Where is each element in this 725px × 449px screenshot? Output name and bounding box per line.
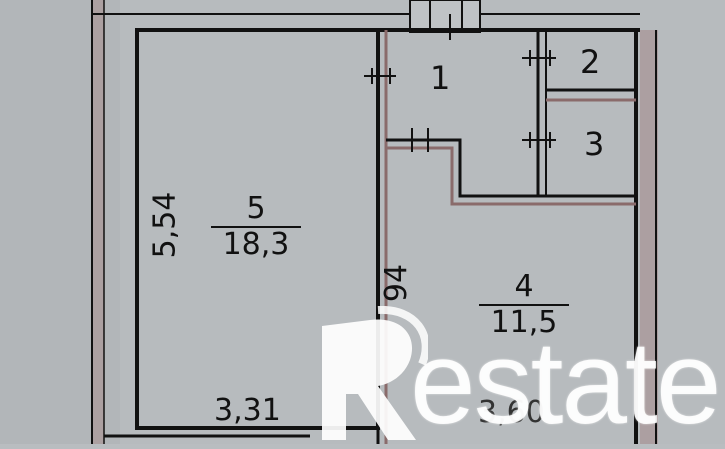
top-wall-strip [92, 0, 640, 33]
restate-logo-r-icon [322, 306, 428, 440]
room-5-number: 5 [246, 191, 266, 226]
room-5-fraction-bar [211, 226, 301, 228]
room-2-number: 2 [580, 43, 601, 81]
room-4-number: 4 [514, 269, 534, 304]
room-5-height-dimension: 5,54 [147, 191, 183, 259]
room-5-width-dimension: 3,31 [214, 393, 281, 428]
watermark-text: estate [410, 317, 721, 449]
room-4-label: 4 11,5 [464, 272, 584, 338]
outer-wall-band-left [92, 0, 104, 444]
outer-wall-band-right [640, 30, 658, 444]
room-5-area: 18,3 [222, 227, 290, 262]
room-3-number: 3 [584, 125, 605, 163]
room-4-width-dimension: 3,60 [478, 395, 545, 430]
room-4-fraction-bar [479, 304, 569, 306]
room-4-height-dimension: 94 [379, 263, 415, 303]
room-4-area: 11,5 [490, 305, 558, 340]
room-5-label: 5 18,3 [196, 194, 316, 260]
room-1-number: 1 [430, 59, 451, 97]
restate-watermark: estate [318, 306, 721, 449]
door-marks [364, 14, 556, 152]
